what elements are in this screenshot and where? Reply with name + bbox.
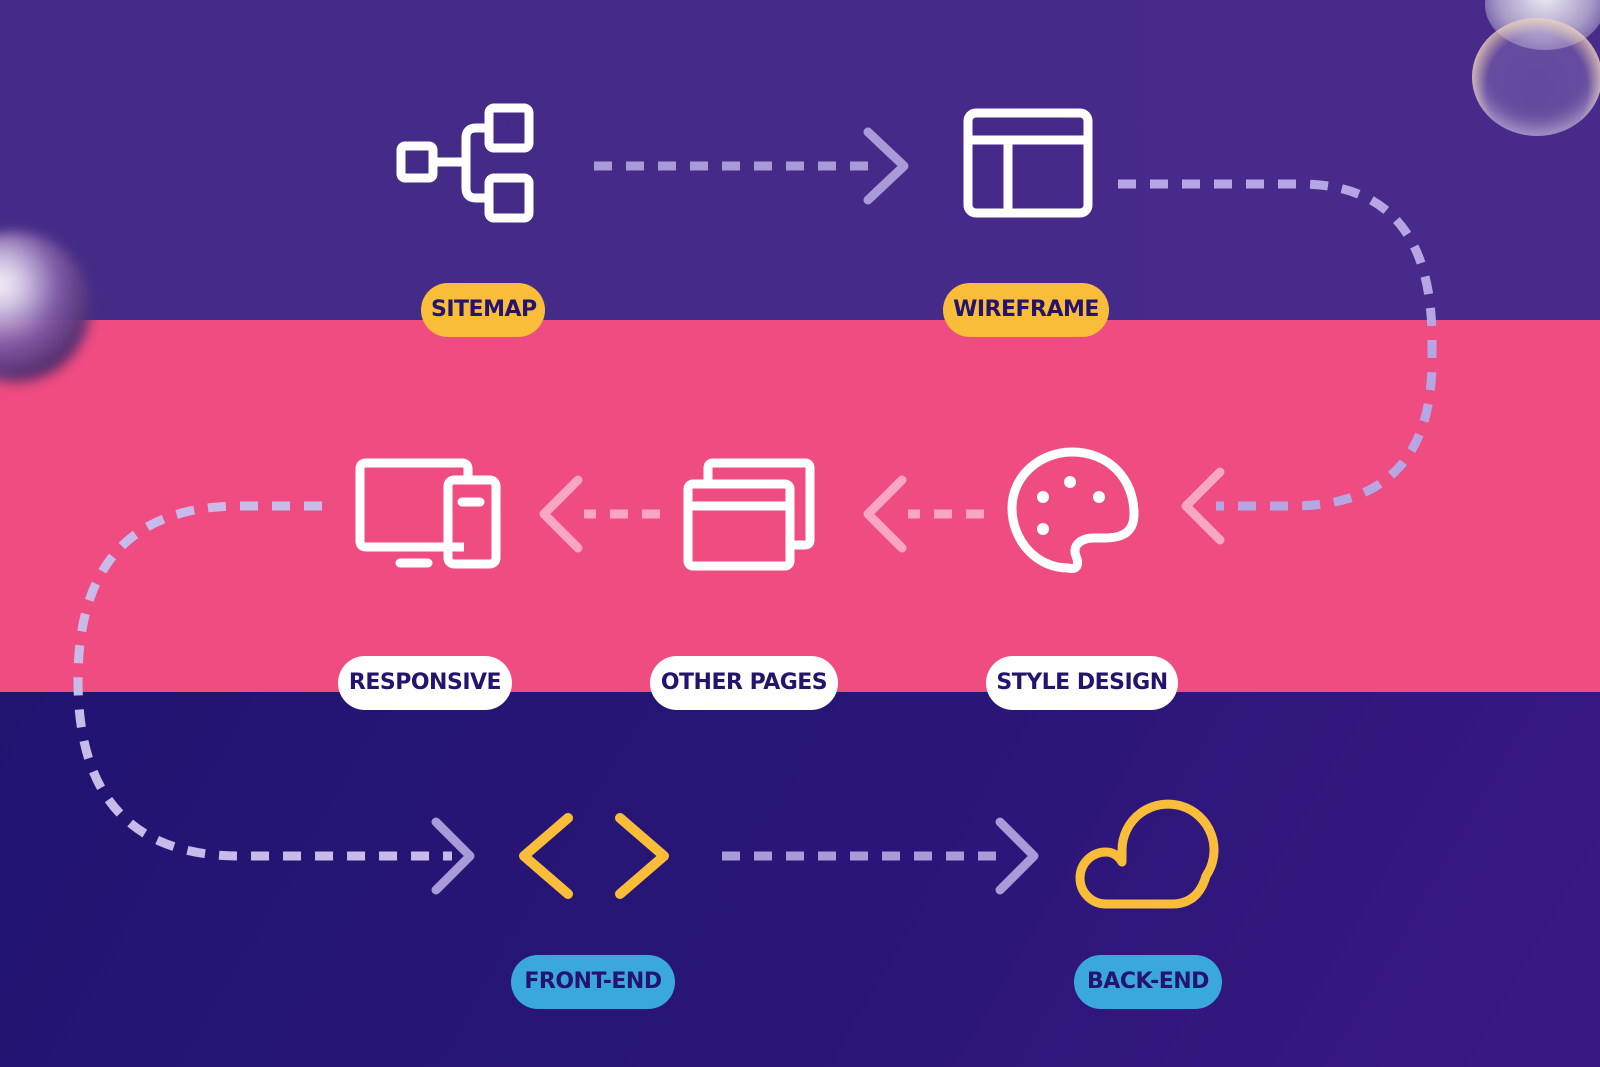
arrowhead-right-icon	[995, 817, 1039, 895]
arrowhead-left-icon	[863, 475, 907, 553]
arrowhead-right-icon	[431, 817, 475, 895]
label-other-pages: OTHER PAGES	[650, 656, 838, 710]
label-style-design: STYLE DESIGN	[986, 656, 1178, 710]
arrowhead-left-icon	[539, 475, 583, 553]
connector-responsive-frontend	[73, 501, 452, 861]
devices-icon	[355, 458, 501, 569]
connector-wireframe-style	[1118, 179, 1437, 511]
bottom-band	[0, 692, 1600, 1067]
sitemap-icon	[396, 103, 534, 223]
palette-icon	[1007, 447, 1139, 573]
arrowhead-right-icon	[863, 127, 909, 205]
code-brackets-icon	[519, 813, 669, 899]
decorative-bubble	[1472, 18, 1600, 136]
wireframe-icon	[963, 108, 1093, 218]
label-responsive: RESPONSIVE	[338, 656, 512, 710]
arrowhead-left-icon	[1181, 467, 1225, 545]
browser-windows-icon	[683, 458, 815, 571]
top-band	[0, 0, 1600, 320]
label-back-end: BACK-END	[1074, 955, 1222, 1009]
label-front-end: FRONT-END	[511, 955, 675, 1009]
label-sitemap: SITEMAP	[421, 283, 545, 337]
label-wireframe: WIREFRAME	[943, 283, 1109, 337]
cloud-icon	[1075, 799, 1219, 909]
middle-band	[0, 320, 1600, 692]
connectors	[73, 127, 1437, 895]
